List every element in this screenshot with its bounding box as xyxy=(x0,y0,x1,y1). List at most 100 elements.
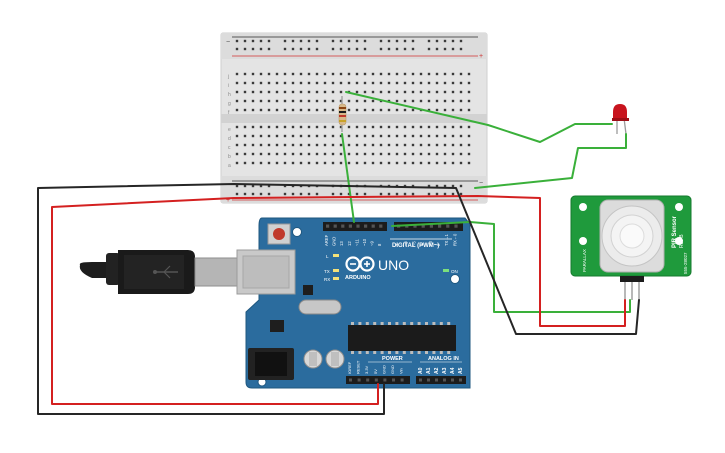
breadboard-hole[interactable] xyxy=(395,161,399,165)
breadboard-hole[interactable] xyxy=(443,143,447,147)
breadboard-hole[interactable] xyxy=(235,161,239,165)
rail-hole[interactable] xyxy=(427,184,431,188)
breadboard-hole[interactable] xyxy=(379,125,383,129)
breadboard-hole[interactable] xyxy=(467,152,471,156)
pir-sensor[interactable]: PIR Sensor Rev B 555-28027 PARALLAX xyxy=(570,195,692,300)
breadboard-hole[interactable] xyxy=(347,161,351,165)
breadboard-hole[interactable] xyxy=(291,134,295,138)
breadboard-hole[interactable] xyxy=(387,90,391,94)
rail-hole[interactable] xyxy=(307,39,311,43)
breadboard-hole[interactable] xyxy=(323,152,327,156)
rail-hole[interactable] xyxy=(451,39,455,43)
rail-hole[interactable] xyxy=(459,192,463,196)
breadboard-hole[interactable] xyxy=(459,99,463,103)
breadboard-hole[interactable] xyxy=(299,143,303,147)
breadboard-hole[interactable] xyxy=(443,125,447,129)
rail-hole[interactable] xyxy=(339,192,343,196)
breadboard-hole[interactable] xyxy=(403,161,407,165)
breadboard-hole[interactable] xyxy=(267,161,271,165)
breadboard-hole[interactable] xyxy=(267,143,271,147)
breadboard-hole[interactable] xyxy=(323,81,327,85)
rail-hole[interactable] xyxy=(411,47,415,51)
rail-hole[interactable] xyxy=(347,39,351,43)
header-pin[interactable] xyxy=(374,378,378,382)
header-pin[interactable] xyxy=(400,378,404,382)
breadboard-hole[interactable] xyxy=(235,81,239,85)
breadboard-hole[interactable] xyxy=(419,134,423,138)
breadboard-hole[interactable] xyxy=(283,90,287,94)
rail-hole[interactable] xyxy=(435,47,439,51)
breadboard-hole[interactable] xyxy=(251,161,255,165)
rail-hole[interactable] xyxy=(435,184,439,188)
breadboard-hole[interactable] xyxy=(243,161,247,165)
rail-hole[interactable] xyxy=(235,47,239,51)
breadboard-hole[interactable] xyxy=(251,72,255,76)
rail-hole[interactable] xyxy=(427,39,431,43)
breadboard-hole[interactable] xyxy=(411,81,415,85)
breadboard-hole[interactable] xyxy=(267,152,271,156)
power-header[interactable] xyxy=(346,376,410,384)
rail-hole[interactable] xyxy=(267,192,271,196)
breadboard-hole[interactable] xyxy=(379,134,383,138)
breadboard-hole[interactable] xyxy=(443,90,447,94)
rail-hole[interactable] xyxy=(459,184,463,188)
breadboard-hole[interactable] xyxy=(411,99,415,103)
breadboard-hole[interactable] xyxy=(347,99,351,103)
breadboard-hole[interactable] xyxy=(395,125,399,129)
breadboard-hole[interactable] xyxy=(307,143,311,147)
rail-hole[interactable] xyxy=(307,47,311,51)
breadboard-hole[interactable] xyxy=(291,99,295,103)
rail-hole[interactable] xyxy=(315,39,319,43)
breadboard-hole[interactable] xyxy=(467,72,471,76)
breadboard-hole[interactable] xyxy=(403,72,407,76)
breadboard-hole[interactable] xyxy=(403,125,407,129)
breadboard-hole[interactable] xyxy=(427,125,431,129)
rail-hole[interactable] xyxy=(243,39,247,43)
breadboard-hole[interactable] xyxy=(243,108,247,112)
rail-hole[interactable] xyxy=(363,47,367,51)
breadboard-hole[interactable] xyxy=(371,125,375,129)
breadboard-hole[interactable] xyxy=(403,134,407,138)
breadboard-hole[interactable] xyxy=(443,99,447,103)
header-pin[interactable] xyxy=(451,378,454,382)
breadboard-hole[interactable] xyxy=(459,152,463,156)
breadboard-hole[interactable] xyxy=(459,90,463,94)
breadboard-hole[interactable] xyxy=(411,90,415,94)
rail-hole[interactable] xyxy=(403,184,407,188)
header-pin[interactable] xyxy=(427,378,430,382)
breadboard-hole[interactable] xyxy=(243,143,247,147)
breadboard-hole[interactable] xyxy=(339,152,343,156)
breadboard-hole[interactable] xyxy=(347,72,351,76)
rail-hole[interactable] xyxy=(331,47,335,51)
breadboard-hole[interactable] xyxy=(419,81,423,85)
rail-hole[interactable] xyxy=(267,47,271,51)
breadboard-hole[interactable] xyxy=(403,81,407,85)
breadboard-hole[interactable] xyxy=(403,108,407,112)
rail-hole[interactable] xyxy=(339,47,343,51)
breadboard-hole[interactable] xyxy=(451,134,455,138)
rail-hole[interactable] xyxy=(291,47,295,51)
rail-hole[interactable] xyxy=(291,192,295,196)
breadboard-hole[interactable] xyxy=(419,72,423,76)
breadboard-hole[interactable] xyxy=(275,108,279,112)
breadboard-hole[interactable] xyxy=(451,81,455,85)
breadboard-hole[interactable] xyxy=(315,143,319,147)
breadboard-hole[interactable] xyxy=(451,72,455,76)
breadboard-hole[interactable] xyxy=(339,161,343,165)
breadboard-hole[interactable] xyxy=(395,90,399,94)
breadboard-hole[interactable] xyxy=(323,134,327,138)
breadboard-hole[interactable] xyxy=(347,81,351,85)
breadboard-hole[interactable] xyxy=(363,99,367,103)
breadboard-hole[interactable] xyxy=(435,152,439,156)
breadboard-hole[interactable] xyxy=(379,152,383,156)
breadboard-hole[interactable] xyxy=(291,90,295,94)
breadboard-hole[interactable] xyxy=(267,125,271,129)
breadboard-hole[interactable] xyxy=(347,143,351,147)
rail-hole[interactable] xyxy=(379,39,383,43)
analog-header[interactable] xyxy=(416,376,466,384)
breadboard-hole[interactable] xyxy=(243,72,247,76)
breadboard-hole[interactable] xyxy=(355,99,359,103)
breadboard-hole[interactable] xyxy=(459,161,463,165)
breadboard-hole[interactable] xyxy=(275,143,279,147)
breadboard-hole[interactable] xyxy=(379,108,383,112)
